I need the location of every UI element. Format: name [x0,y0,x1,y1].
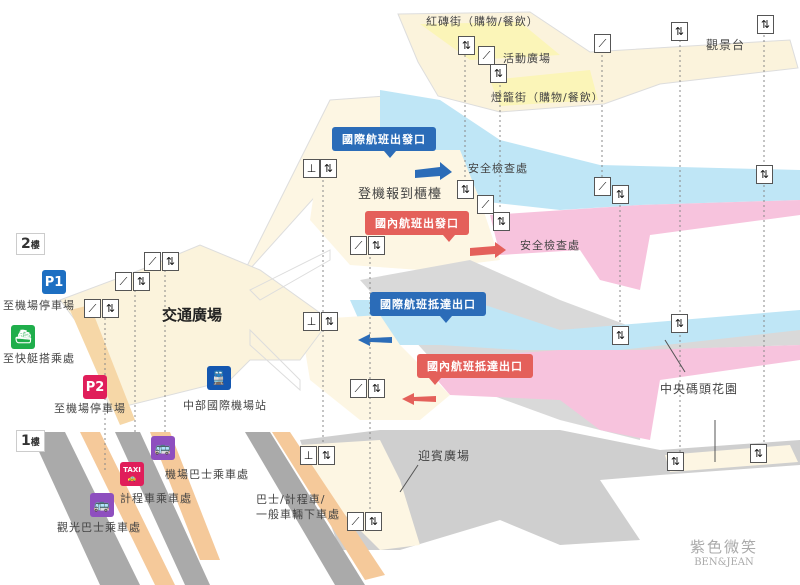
escalator-icon: ⟋ [350,379,367,398]
p2-label: 至機場停車場 [54,402,126,415]
intl-departure-callout: 國際航班出發口 [332,127,436,158]
moving-walkway-icon: ⊥ [303,312,320,331]
floor-suffix: 樓 [30,241,40,251]
escalator-icon: ⟋ [477,195,494,214]
dom-arrival-arrow [402,393,436,405]
floor-number: 2 [21,236,31,252]
dom-security-label: 安全檢查處 [520,239,580,252]
station-label: 中部國際機場站 [183,399,267,412]
intl-security-label: 安全檢查處 [468,162,528,175]
road [30,432,140,585]
road [272,432,385,580]
red-brick-street-label: 紅磚街（購物/餐飲） [426,15,539,28]
elevator-icon: ⇅ [490,64,507,83]
elevator-icon: ⇅ [667,452,684,471]
dom-departure-area [490,200,800,290]
dropoff-label-line2: 一般車輛下車處 [256,508,340,521]
dom-arrival-callout: 國內航班抵達出口 [417,354,533,385]
p1-parking-icon: P1 [42,270,66,294]
elevator-icon: ⇅ [162,252,179,271]
elevator-icon: ⇅ [320,159,337,178]
dom-departure-arrow [470,242,506,258]
p2-parking-icon: P2 [83,375,107,399]
elevator-icon: ⇅ [612,326,629,345]
elevator-icon: ⇅ [365,512,382,531]
sky-deck-label: 觀景台 [706,38,746,52]
taxi-icon: TAXI🚕 [120,462,144,486]
escalator-icon: ⟋ [347,512,364,531]
dropoff-label-line1: 巴士/計程車/ [256,493,326,506]
departure-floor [340,225,500,265]
vertical-connectors [104,35,765,510]
floor-2-badge: 2樓 [16,233,45,255]
watermark: 紫色微笑 BEN&JEAN [690,536,758,568]
watermark-name: 紫色微笑 [690,538,759,556]
elevator-icon: ⇅ [368,379,385,398]
elevator-icon: ⇅ [671,314,688,333]
walkway [249,328,301,392]
elevator-icon: ⇅ [493,212,510,231]
shopping-area [490,70,598,106]
escalator-icon: ⟋ [594,34,611,53]
shopping-area [420,22,560,60]
floor-1-badge: 1樓 [16,430,45,452]
elevator-icon: ⇅ [318,446,335,465]
watermark-brand: BEN&JEAN [694,557,754,568]
dom-departure-callout: 國內航班出發口 [365,211,469,242]
welcome-plaza-pointer [399,464,419,493]
elevator-icon: ⇅ [133,272,150,291]
elevator-icon: ⇅ [102,299,119,318]
road [150,432,220,560]
elevator-icon: ⇅ [750,444,767,463]
check-in-label: 登機報到櫃檯 [358,187,443,202]
garden-pointer [664,339,686,373]
welcome-plaza-floor [300,440,420,550]
escalator-icon: ⟋ [594,177,611,196]
train-station-icon: 🚆 [207,366,231,390]
moving-walkway-icon: ⊥ [300,446,317,465]
intl-arrival-callout: 國際航班抵達出口 [370,292,486,323]
welcome-plaza-label: 迎賓廣場 [418,449,471,463]
elevator-icon: ⇅ [457,180,474,199]
ferry-label: 至快艇搭乘處 [3,352,75,365]
access-plaza-title: 交通廣場 [162,306,223,324]
escalator-icon: ⟋ [350,236,367,255]
elevator-icon: ⇅ [321,312,338,331]
elevator-icon: ⇅ [612,185,629,204]
floor-number: 1 [21,433,31,449]
airport-bus-label: 機場巴士乘車處 [165,468,249,481]
floor-suffix: 樓 [30,438,40,448]
road [245,432,365,585]
elevator-icon: ⇅ [458,36,475,55]
walkway [249,249,331,301]
event-plaza-label: 活動廣場 [503,52,551,65]
taxi-sign-text: TAXI [123,466,141,474]
walkway-orange [70,305,135,425]
intl-arrival-arrow [358,334,392,346]
intl-departure-arrow [415,162,452,180]
intl-departure-area [380,90,800,210]
lantern-street-label: 燈籠街（購物/餐飲） [491,91,604,104]
p1-label: 至機場停車場 [3,299,75,312]
taxi-label: 計程車乘車處 [120,492,192,505]
escalator-icon: ⟋ [144,252,161,271]
road [80,432,175,585]
tour-bus-label: 觀光巴士乘車處 [57,521,141,534]
moving-walkway-icon: ⊥ [303,159,320,178]
elevator-icon: ⇅ [671,22,688,41]
escalator-icon: ⟋ [84,299,101,318]
elevator-icon: ⇅ [756,165,773,184]
ferry-icon: ⛴ [11,325,35,349]
airport-bus-icon: 🚌 [151,436,175,460]
garden-label: 中央碼頭花園 [660,382,739,396]
elevator-icon: ⇅ [757,15,774,34]
tour-bus-icon: 🚌 [90,493,114,517]
escalator-icon: ⟋ [115,272,132,291]
escalator-icon: ⟋ [478,46,495,65]
elevator-icon: ⇅ [368,236,385,255]
